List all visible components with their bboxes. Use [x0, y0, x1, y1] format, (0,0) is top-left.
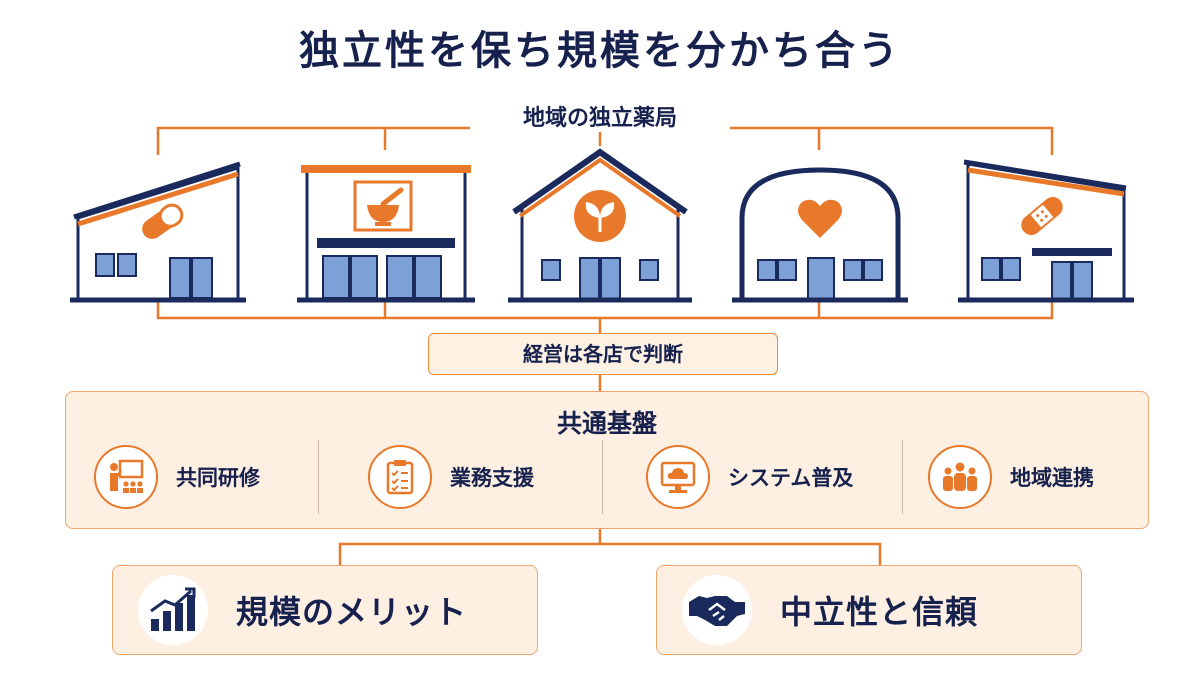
outcome-neutrality-trust: 中立性と信頼: [656, 565, 1082, 655]
outcome-label: 規模のメリット: [236, 593, 468, 631]
pharmacy-building-5: [958, 159, 1134, 303]
training-presentation-icon: [94, 445, 158, 509]
pharmacy-building-2: [297, 165, 475, 303]
feature-divider: [902, 440, 903, 514]
feature-divider: [602, 440, 603, 514]
clipboard-checklist-icon: [368, 445, 432, 509]
feature-label: 業務支援: [450, 466, 534, 490]
decision-label: 経営は各店で判断: [428, 333, 778, 375]
outcome-scale-merit: 規模のメリット: [112, 565, 538, 655]
feature-label: 地域連携: [1010, 466, 1094, 490]
cloud-monitor-icon: [646, 445, 710, 509]
feature-system-adoption: システム普及: [646, 442, 853, 512]
pharmacy-building-4: [732, 167, 908, 303]
feature-label: システム普及: [728, 466, 854, 490]
growth-chart-icon: [138, 575, 208, 645]
platform-title: 共通基盤: [556, 409, 657, 438]
community-people-icon: [928, 445, 992, 509]
feature-training: 共同研修: [94, 442, 260, 512]
feature-operations-support: 業務支援: [368, 442, 534, 512]
page-title: 独立性を保ち規模を分かち合う: [299, 28, 901, 74]
pharmacy-building-1: [70, 161, 246, 303]
bandage-icon: [1021, 197, 1063, 235]
handshake-icon: [682, 575, 752, 645]
feature-label: 共同研修: [176, 466, 260, 490]
capsule-icon: [142, 203, 184, 239]
mortar-pestle-icon: [367, 187, 404, 226]
heart-icon: [798, 199, 842, 238]
outcome-label: 中立性と信頼: [780, 593, 979, 631]
feature-divider: [318, 440, 319, 514]
platform-panel: 共通基盤 共同研修 業務支援: [65, 391, 1149, 529]
pharmacy-building-3: [508, 148, 692, 303]
feature-regional-cooperation: 地域連携: [928, 442, 1094, 512]
group-label: 地域の独立薬局: [470, 100, 730, 132]
leaf-icon: [574, 190, 626, 242]
